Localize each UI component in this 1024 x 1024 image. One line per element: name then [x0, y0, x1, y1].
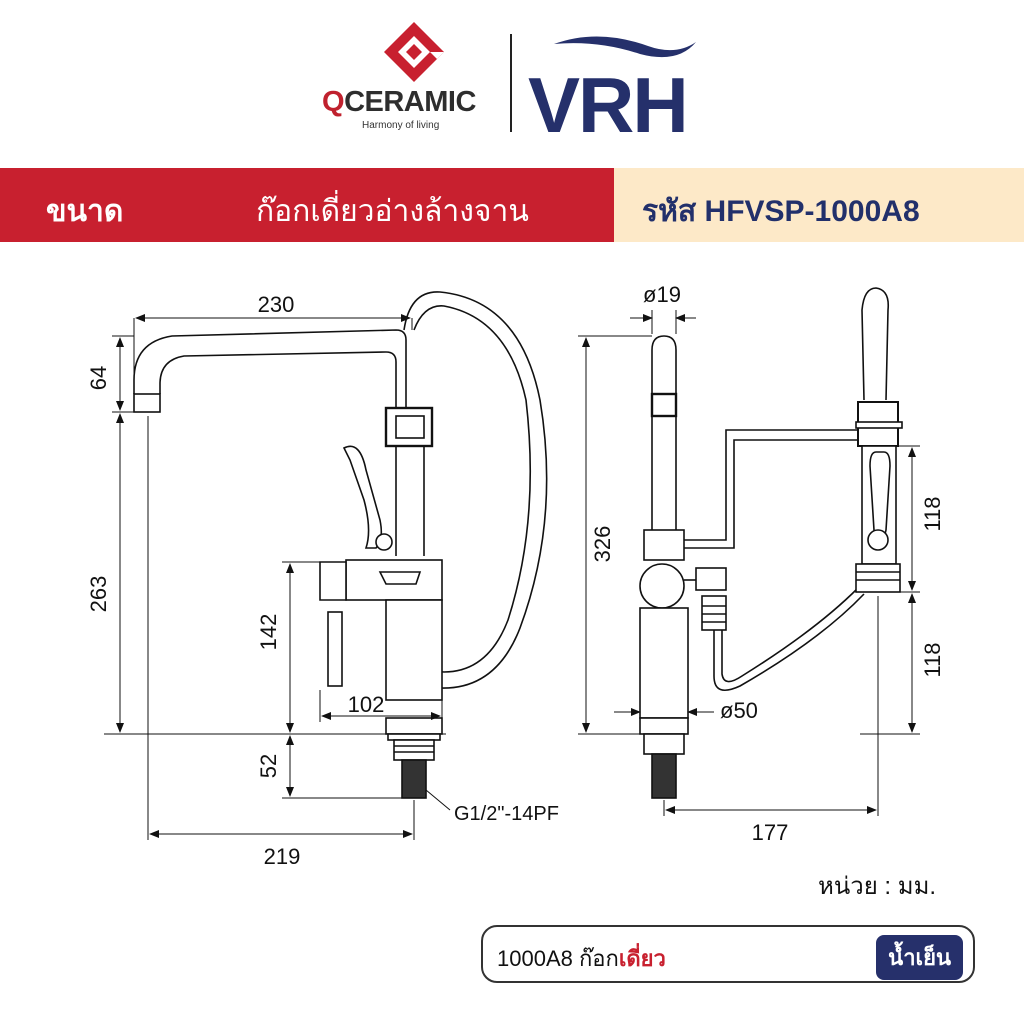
dim-handle-upper: 118 [920, 496, 945, 531]
product-code: รหัส HFVSP-1000A8 [642, 195, 920, 228]
side-threaded-shank [651, 753, 677, 799]
brand-header: QCERAMIC Harmony of living VRH [0, 0, 1024, 160]
unit-note: หน่วย : มม. [818, 873, 937, 900]
product-tag-model: 1000A8 ก๊อกเดี่ยว [497, 941, 666, 976]
spout-inner [159, 351, 397, 410]
type-prefix: ก๊อก [578, 946, 619, 971]
dim-base-dia: ø50 [720, 698, 758, 723]
logo-divider [510, 34, 512, 132]
dim-spout-dia: ø19 [643, 282, 681, 307]
dim-shank-length: 52 [256, 754, 281, 778]
qceramic-wordmark: QCERAMIC [322, 86, 476, 118]
body-handle [327, 611, 343, 687]
dim-total-height-left: 263 [86, 576, 111, 613]
dim-body-depth: 102 [348, 692, 385, 717]
dim-body-height: 142 [256, 614, 281, 651]
lever-handle [342, 445, 383, 549]
title-banner: ขนาด ก๊อกเดี่ยวอ่างล้างจาน รหัส HFVSP-10… [0, 168, 1024, 242]
front-dimensions [104, 314, 451, 840]
side-body-circle [639, 563, 685, 609]
faucet-base [385, 599, 443, 701]
sprayhead-neck [861, 287, 890, 401]
vrh-wave-icon [554, 36, 696, 58]
product-tag: 1000A8 ก๊อกเดี่ยว น้ำเย็น [481, 925, 975, 983]
technical-drawing: 230 64 263 142 102 52 219 G1/2"-14PF ø19… [86, 282, 945, 869]
dim-thread: G1/2"-14PF [454, 803, 559, 825]
banner-cream-section [614, 168, 1024, 242]
qceramic-diamond-icon [384, 22, 444, 82]
front-view [133, 291, 548, 799]
qceramic-tagline: Harmony of living [362, 120, 440, 131]
product-name: ก๊อกเดี่ยวอ่างล้างจาน [256, 195, 529, 228]
spout-tip [133, 393, 161, 413]
size-label: ขนาด [46, 195, 124, 228]
side-view [639, 287, 903, 799]
side-dimensions [578, 310, 920, 816]
dim-top-width: 230 [258, 292, 295, 317]
model-number: 1000A8 [497, 946, 573, 971]
dim-side-depth: 177 [752, 820, 789, 845]
threaded-shank [401, 759, 427, 799]
vrh-logo: VRH [528, 30, 708, 144]
dim-handle-lower: 118 [920, 642, 945, 677]
qceramic-logo: QCERAMIC Harmony of living [322, 22, 492, 132]
dim-spout-drop: 64 [86, 366, 111, 390]
dim-total-height-right: 326 [590, 526, 615, 563]
hose-inner [413, 305, 532, 673]
hose-outer [403, 291, 548, 689]
type-highlight: เดี่ยว [618, 946, 666, 971]
spout-outer [133, 329, 407, 410]
side-spout [651, 335, 677, 394]
cold-water-badge: น้ำเย็น [876, 935, 963, 980]
dim-base-to-spout: 219 [264, 844, 301, 869]
vrh-wordmark: VRH [528, 61, 689, 149]
banner-red-section [0, 168, 614, 242]
